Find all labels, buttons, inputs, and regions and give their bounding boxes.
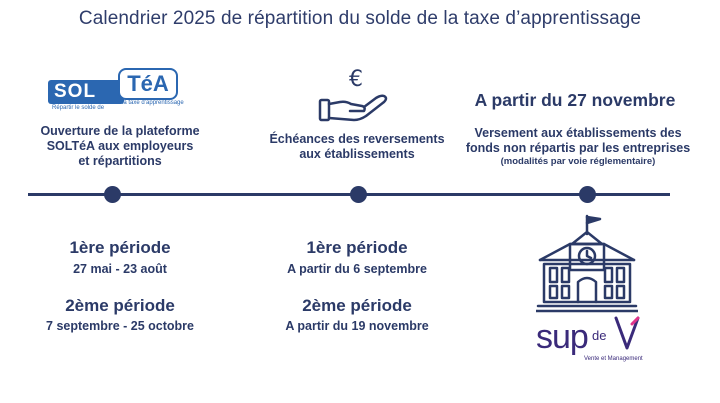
timeline-line	[28, 193, 670, 196]
col1-line1: Ouverture de la plateforme	[40, 124, 200, 138]
supdev-v-mark-icon	[614, 316, 640, 350]
supdev-logo-tagline: Vente et Management	[584, 356, 643, 362]
timeline-dot-1	[104, 186, 121, 203]
col3-line2: fonds non répartis par les entreprises	[465, 141, 691, 155]
timeline-dot-2	[350, 186, 367, 203]
col3-heading: A partir du 27 novembre	[474, 90, 676, 110]
supdev-logo-de: de	[592, 328, 607, 343]
col2-period1-title: 1ère période	[306, 238, 408, 257]
col1-period2-date: 7 septembre - 25 octobre	[46, 319, 194, 333]
col2-line1: Échéances des reversements	[269, 132, 445, 146]
col3-line1: Versement aux établissements des	[474, 126, 682, 140]
col3-note: (modalités par voie réglementaire)	[500, 156, 656, 167]
euro-hand-icon: €	[318, 66, 394, 126]
soltea-logo-subtitle-right: la taxe d’apprentissage	[122, 100, 184, 106]
col2-line2: aux établissements	[299, 147, 415, 161]
svg-text:€: €	[349, 67, 363, 92]
soltea-logo-subtitle-left: Répartir le solde de	[52, 105, 105, 111]
col1-line2: SOLTéA aux employeurs	[46, 139, 194, 153]
col1-period1-title: 1ère période	[69, 238, 171, 257]
school-building-icon	[534, 214, 640, 314]
soltea-logo-sol: SOL	[48, 80, 124, 104]
col2-description: Échéances des reversements aux établisse…	[252, 132, 462, 162]
col2-period1-date: A partir du 6 septembre	[287, 262, 427, 276]
col2-period2-date: A partir du 19 novembre	[285, 319, 429, 333]
soltea-logo-tea: TéA	[118, 68, 178, 100]
supdev-logo-sup: sup	[536, 318, 589, 356]
supdev-logo: sup de Vente et Management	[536, 316, 646, 364]
col1-period2-title: 2ème période	[65, 296, 175, 315]
col2-period2-title: 2ème période	[302, 296, 412, 315]
timeline-dot-3	[579, 186, 596, 203]
page-title: Calendrier 2025 de répartition du solde …	[78, 8, 642, 29]
col1-period1-date: 27 mai - 23 août	[73, 262, 167, 276]
soltea-logo: SOL TéA Répartir le solde de la taxe d’a…	[48, 66, 198, 114]
col1-line3: et répartitions	[78, 154, 162, 168]
col3-description: Versement aux établissements des fonds n…	[448, 126, 708, 156]
col1-description: Ouverture de la plateforme SOLTéA aux em…	[20, 124, 220, 169]
